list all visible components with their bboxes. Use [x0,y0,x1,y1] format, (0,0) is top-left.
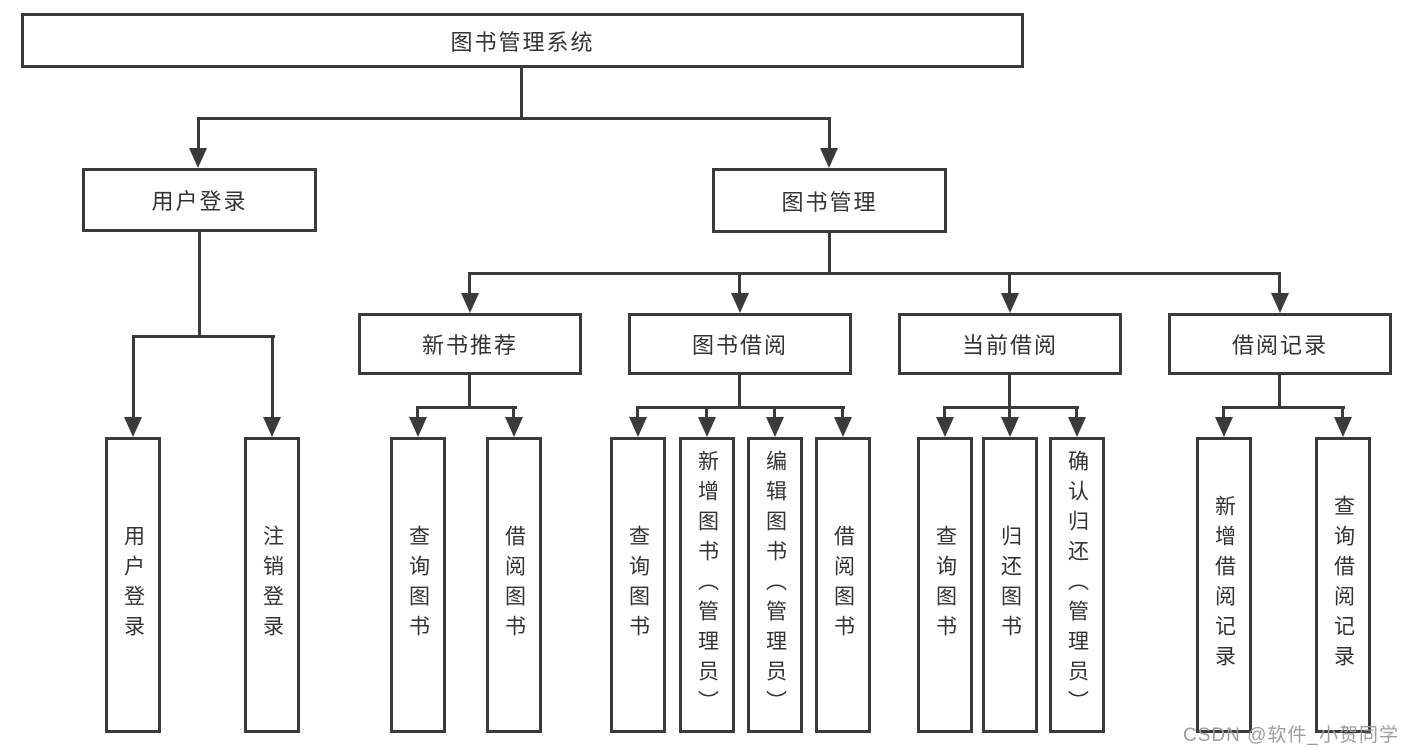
connector-root-stem [520,68,523,118]
connector-current-borrowing-stem [1008,375,1011,408]
connector-current-borrowing-rail [943,406,1079,409]
leaf-query-books-borrowing: 查询图书 [610,437,666,733]
arrow-down-icon [124,417,142,437]
arrow-down-icon [461,293,479,313]
arrow-down-icon [1001,417,1019,437]
arrow-down-icon [1334,417,1352,437]
leaf-borrow-books: 借阅图书 [815,437,871,733]
arrow-down-icon [936,417,954,437]
node-current-borrowing: 当前借阅 [898,313,1122,375]
leaf-label: 查询图书 [406,525,430,645]
leaf-return-books: 归还图书 [982,437,1038,733]
arrow-down-icon [731,293,749,313]
connector-leaf-drop [512,406,515,419]
connector-leaf-drop [1075,406,1078,419]
connector-leaf-drop [1222,406,1225,419]
arrow-down-icon [505,417,523,437]
connector-leaf-drop [705,406,708,419]
arrow-down-icon [1001,293,1019,313]
connector-leaf-drop [943,406,946,419]
leaf-borrow-books-recommend: 借阅图书 [486,437,542,733]
connector-drop-user-login [197,117,200,150]
connector-level2-rail [197,117,831,120]
connector-drop-current-borrowing [1008,272,1011,295]
connector-leaf-drop [1341,406,1344,419]
leaf-label: 借阅图书 [502,525,526,645]
leaf-label: 归还图书 [998,525,1022,645]
connector-borrowing-records-stem [1278,375,1281,408]
node-user-login: 用户登录 [82,168,317,232]
connector-drop-book-borrowing [738,272,741,295]
leaf-label: 查询借阅记录 [1331,495,1355,675]
connector-drop-book-management [828,117,831,150]
node-label: 借阅记录 [1231,333,1328,358]
node-label: 图书借阅 [691,333,788,358]
arrow-down-icon [766,417,784,437]
leaf-confirm-return-admin: 确认归还（管理员） [1049,437,1105,733]
connector-leaf-drop [416,406,419,419]
connector-drop-leaf-user-login [132,335,135,419]
leaf-label: 新增借阅记录 [1212,495,1236,675]
connector-book-management-stem [828,233,831,273]
connector-user-login-rail [132,335,275,338]
arrow-down-icon [1271,293,1289,313]
arrow-down-icon [629,417,647,437]
node-label: 图书管理系统 [450,29,595,55]
leaf-label: 查询图书 [626,525,650,645]
arrow-down-icon [409,417,427,437]
leaf-add-borrow-record: 新增借阅记录 [1196,437,1252,733]
arrow-down-icon [698,417,716,437]
leaf-label: 借阅图书 [831,525,855,645]
watermark: CSDN @软件_小贺同学 [1183,725,1399,746]
connector-drop-new-book [468,272,471,295]
leaf-label: 注销登录 [260,525,284,645]
leaf-query-borrow-record: 查询借阅记录 [1315,437,1371,733]
connector-user-login-stem [198,232,201,336]
leaf-edit-books-admin: 编辑图书（管理员） [747,437,803,733]
arrow-down-icon [1068,417,1086,437]
leaf-label: 确认归还（管理员） [1065,450,1089,720]
connector-level3-rail [468,272,1281,275]
connector-new-book-rail [416,406,517,409]
node-book-borrowing: 图书借阅 [628,313,852,375]
leaf-label: 编辑图书（管理员） [763,450,787,720]
leaf-label: 用户登录 [121,525,145,645]
connector-leaf-drop [773,406,776,419]
leaf-query-books-current: 查询图书 [917,437,973,733]
node-label: 新书推荐 [421,333,518,358]
arrow-down-icon [263,417,281,437]
connector-new-book-stem [468,375,471,408]
connector-book-borrowing-rail [636,406,845,409]
connector-leaf-drop [1008,406,1011,419]
node-library-management-system: 图书管理系统 [21,13,1024,68]
connector-leaf-drop [841,406,844,419]
arrow-down-icon [1215,417,1233,437]
connector-borrowing-records-rail [1222,406,1345,409]
node-label: 当前借阅 [961,333,1058,358]
node-label: 用户登录 [151,189,248,214]
leaf-query-books-recommend: 查询图书 [390,437,446,733]
connector-drop-leaf-logout [271,335,274,419]
node-borrowing-records: 借阅记录 [1168,313,1392,375]
leaf-logout: 注销登录 [244,437,300,733]
connector-drop-borrowing-records [1278,272,1281,295]
leaf-user-login: 用户登录 [105,437,161,733]
leaf-add-books-admin: 新增图书（管理员） [679,437,735,733]
node-new-book-recommendation: 新书推荐 [358,313,582,375]
connector-leaf-drop [636,406,639,419]
leaf-label: 查询图书 [933,525,957,645]
connector-book-borrowing-stem [738,375,741,408]
node-book-management: 图书管理 [712,168,947,233]
arrow-down-icon [834,417,852,437]
arrow-down-icon [820,148,838,168]
arrow-down-icon [189,148,207,168]
node-label: 图书管理 [781,189,878,215]
leaf-label: 新增图书（管理员） [695,450,719,720]
